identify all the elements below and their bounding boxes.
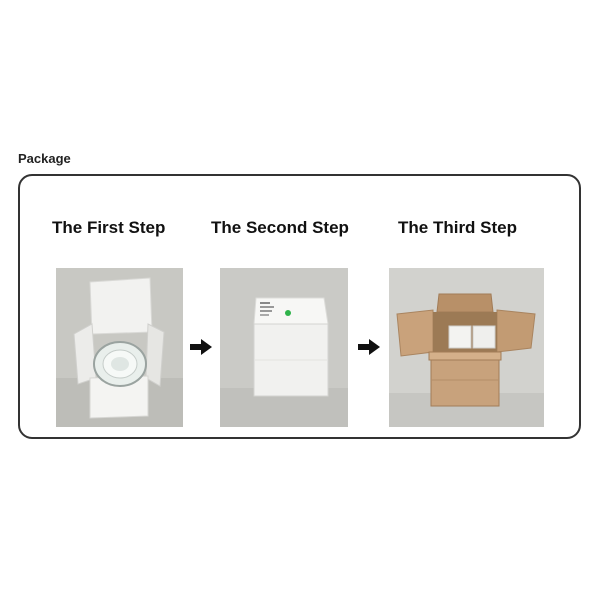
- step-1-label: The First Step: [52, 218, 166, 237]
- right-arrow-icon: [358, 339, 380, 355]
- step-1-photo: [56, 268, 183, 427]
- step-2-label: The Second Step: [211, 218, 349, 237]
- step-3-photo: [389, 268, 544, 427]
- right-arrow-icon: [190, 339, 212, 355]
- section-title: Package: [18, 151, 71, 166]
- step-3-label: The Third Step: [398, 218, 517, 237]
- step-2-photo: [220, 268, 348, 427]
